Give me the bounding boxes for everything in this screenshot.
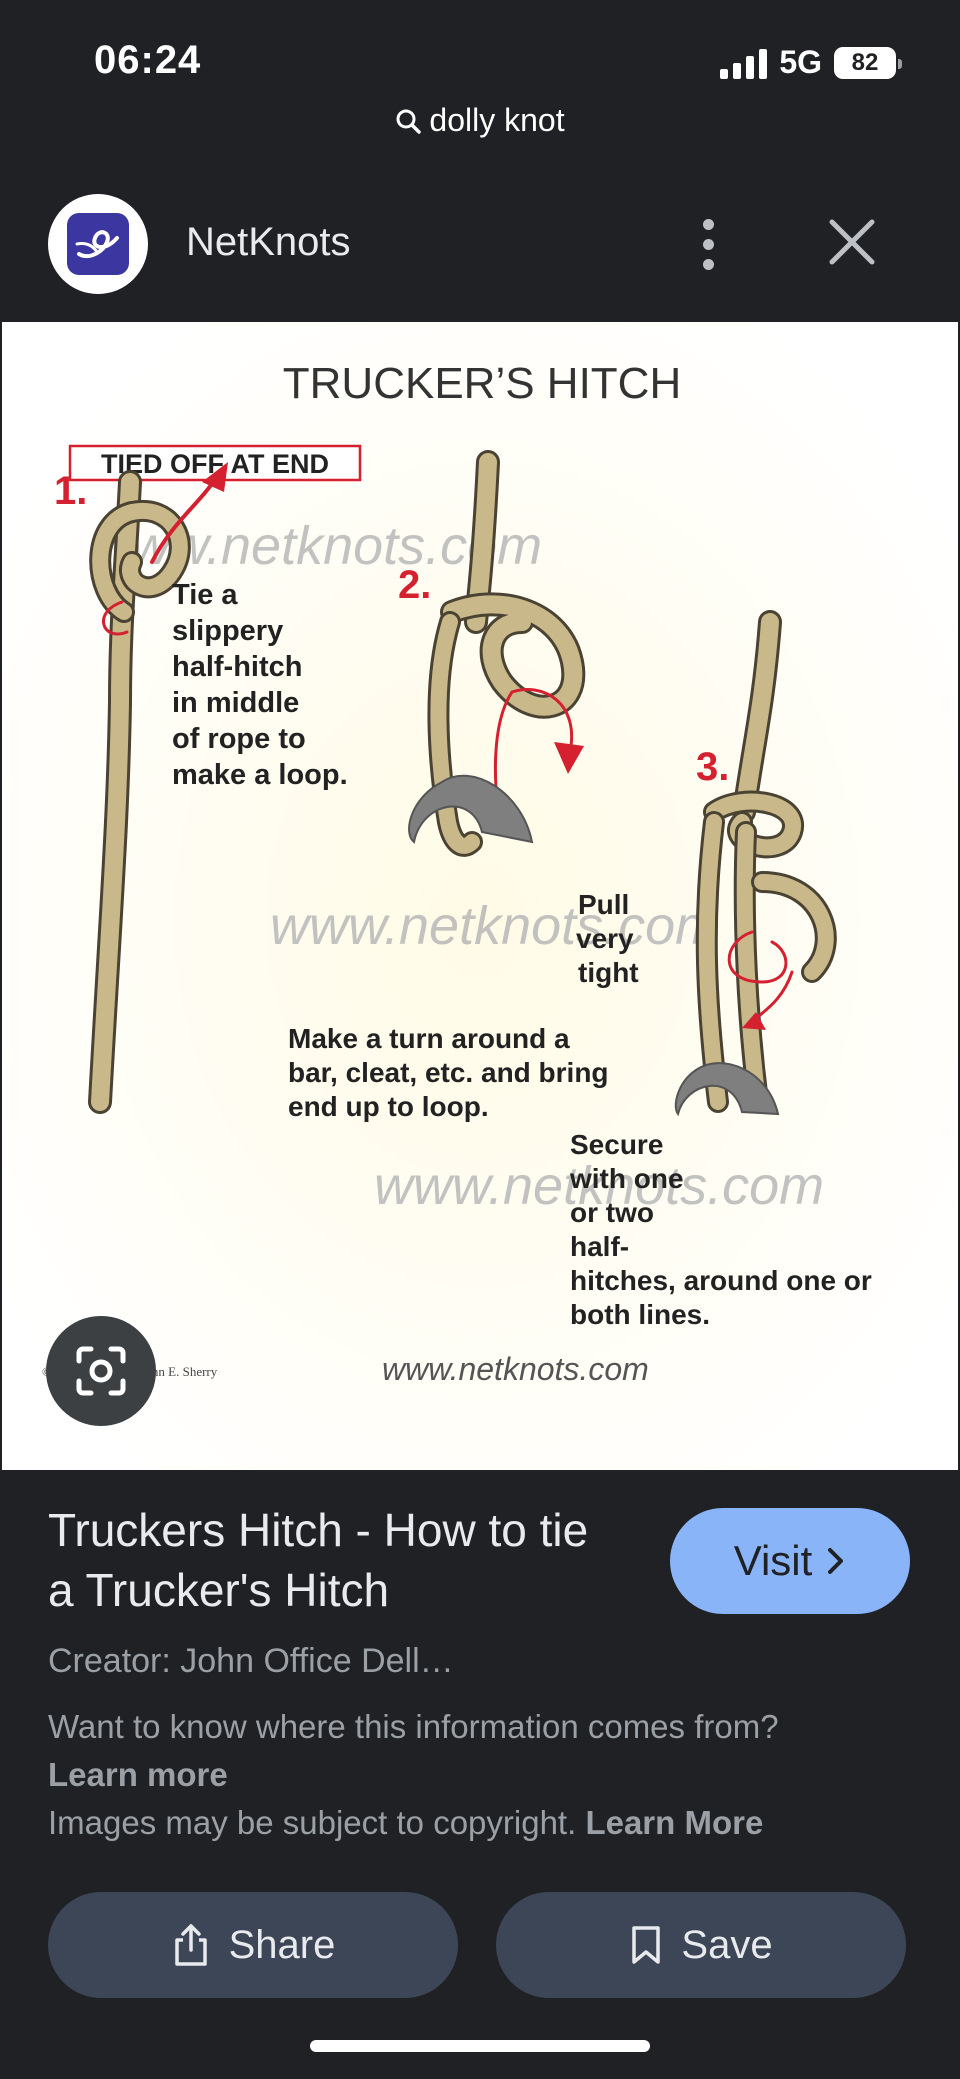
result-title[interactable]: Truckers Hitch - How to tie a Trucker's …: [48, 1504, 589, 1616]
search-query-bar[interactable]: dolly knot: [0, 102, 960, 139]
step-1-text-line-1: Tie a: [172, 579, 238, 611]
watermark-3: www.netknots.com: [374, 1156, 824, 1216]
step-1-text-line-5: of rope to: [172, 723, 306, 755]
source-header: NetKnots: [0, 190, 960, 300]
more-options-button[interactable]: [686, 208, 730, 280]
visit-button[interactable]: Visit: [670, 1508, 910, 1614]
pull-text-line-1: Pull: [578, 889, 629, 920]
site-logo[interactable]: [48, 194, 148, 294]
share-label: Share: [228, 1922, 336, 1967]
step-2-text-line-2: bar, cleat, etc. and bring: [288, 1057, 609, 1088]
pull-text-line-3: tight: [578, 957, 639, 988]
status-icons: 5G 82: [720, 44, 902, 81]
action-bar: Share Save: [48, 1892, 906, 1998]
info-question: Want to know where this information come…: [48, 1708, 779, 1745]
visit-label: Visit: [733, 1537, 813, 1584]
chevron-right-icon: [828, 1548, 844, 1574]
step-2-text-line-1: Make a turn around a: [288, 1023, 570, 1054]
step-1-number: 1.: [54, 469, 87, 513]
battery-icon: 82: [834, 46, 902, 79]
footer-url: www.netknots.com: [382, 1351, 649, 1387]
step-1-text-line-3: half-hitch: [172, 651, 303, 683]
lens-icon: [76, 1346, 126, 1396]
step-3-text-line-5: hitches, around one or: [570, 1265, 872, 1296]
search-icon: [396, 109, 422, 134]
step-2-number: 2.: [398, 563, 431, 607]
home-indicator[interactable]: [310, 2040, 650, 2052]
save-label: Save: [681, 1922, 773, 1967]
pull-text-line-2: very: [576, 923, 634, 954]
step-3-text-line-3: or two: [570, 1197, 654, 1228]
clock: 06:24: [94, 38, 202, 82]
step-3-text-line-1: Secure: [570, 1129, 663, 1160]
info-note: Want to know where this information come…: [48, 1703, 928, 1847]
search-query: dolly knot: [429, 102, 565, 138]
step-1-text-line-6: make a loop.: [172, 759, 348, 791]
signal-icon: [720, 47, 768, 79]
knot-diagram-image[interactable]: TRUCKER’S HITCH TIED OFF AT END www.netk…: [2, 322, 958, 1470]
lens-search-button[interactable]: [46, 1316, 156, 1426]
step-3-text-line-6: both lines.: [570, 1299, 710, 1330]
battery-level: 82: [851, 48, 879, 76]
learn-more-link[interactable]: Learn more: [48, 1756, 228, 1793]
step-3-text-line-2: with one: [569, 1163, 684, 1194]
step-3-number: 3.: [696, 745, 729, 789]
result-info: Truckers Hitch - How to tie a Trucker's …: [48, 1500, 928, 1847]
network-type: 5G: [779, 44, 822, 80]
bookmark-icon: [632, 1926, 661, 1964]
copyright-note: Images may be subject to copyright.: [48, 1804, 577, 1841]
watermark-2: www.netknots.com: [270, 896, 720, 956]
close-icon[interactable]: [820, 210, 884, 274]
save-button[interactable]: Save: [496, 1892, 906, 1998]
share-icon: [174, 1924, 207, 1966]
share-button[interactable]: Share: [48, 1892, 458, 1998]
creator-text: Creator: John Office Dell…: [48, 1642, 454, 1680]
diagram-title: TRUCKER’S HITCH: [283, 359, 681, 408]
site-name[interactable]: NetKnots: [186, 220, 351, 264]
step-3-text-line-4: half-: [570, 1231, 629, 1262]
learn-more-link-2[interactable]: Learn More: [585, 1804, 764, 1841]
step-2-text-line-3: end up to loop.: [288, 1091, 489, 1122]
step-1-text-line-4: in middle: [172, 687, 299, 719]
knot-logo-icon: [75, 230, 119, 259]
status-bar: 06:24 5G 82: [0, 0, 960, 100]
step-1-text-line-2: slippery: [172, 615, 283, 647]
